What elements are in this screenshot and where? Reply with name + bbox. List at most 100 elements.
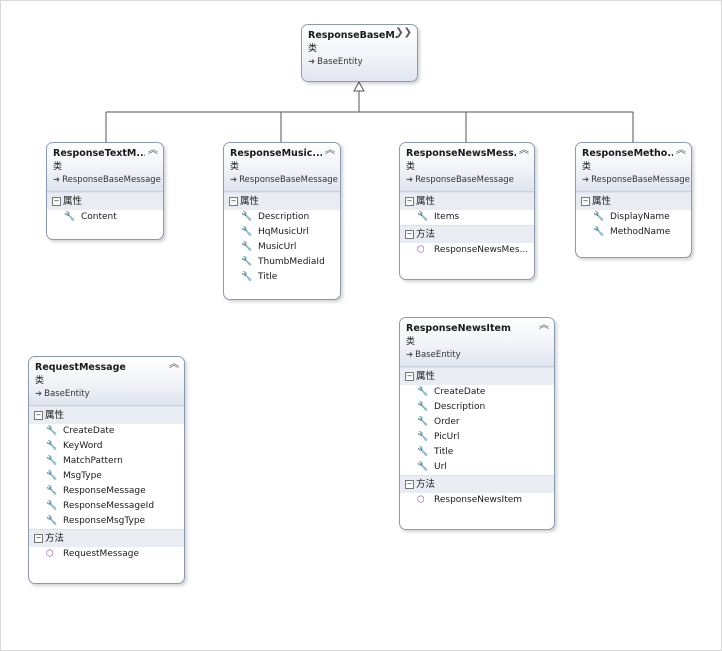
property-item[interactable]: 🔧Description <box>400 400 554 415</box>
section-label: 属性 <box>45 410 65 421</box>
property-name: ResponseMessage <box>63 486 146 496</box>
collapse-box-icon[interactable]: − <box>405 372 414 381</box>
property-name: Title <box>434 447 454 457</box>
collapse-box-icon[interactable]: − <box>581 197 590 206</box>
properties-section[interactable]: −属性 <box>576 192 691 210</box>
base-class: ➜BaseEntity <box>35 388 166 401</box>
method-item[interactable]: ⬡RequestMessage <box>29 547 184 562</box>
class-kind: 类 <box>406 337 416 347</box>
property-item[interactable]: 🔧ResponseMessage <box>29 484 184 499</box>
property-item[interactable]: 🔧KeyWord <box>29 439 184 454</box>
class-header: ResponseTextM... 类 ➜ResponseBaseMessage … <box>47 143 163 192</box>
collapse-box-icon[interactable]: − <box>34 534 43 543</box>
base-class: ➜BaseEntity <box>308 56 399 69</box>
wrench-icon: 🔧 <box>417 387 429 397</box>
base-class: ➜BaseEntity <box>406 349 536 362</box>
method-cube-icon: ⬡ <box>46 549 54 559</box>
wrench-icon: 🔧 <box>46 501 58 511</box>
method-name: ResponseNewsMes... <box>434 245 529 255</box>
base-class-name: BaseEntity <box>415 350 461 360</box>
property-item[interactable]: 🔧MethodName <box>576 225 691 240</box>
class-response-method-message[interactable]: ResponseMetho... 类 ➜ResponseBaseMessage … <box>575 142 692 258</box>
class-kind: 类 <box>230 162 240 172</box>
class-kind: 类 <box>35 376 45 386</box>
collapse-box-icon[interactable]: − <box>52 197 61 206</box>
class-name: RequestMessage <box>35 362 126 373</box>
wrench-icon: 🔧 <box>46 471 58 481</box>
class-name: ResponseNewsItem <box>406 323 511 334</box>
wrench-icon: 🔧 <box>46 441 58 451</box>
property-item[interactable]: 🔧ResponseMsgType <box>29 514 184 529</box>
collapse-chevron-icon[interactable]: ︽ <box>539 320 549 331</box>
methods-section[interactable]: −方法 <box>29 529 184 547</box>
inherit-arrow-icon: ➜ <box>406 175 414 185</box>
wrench-icon: 🔧 <box>241 242 253 252</box>
class-response-base-message[interactable]: ResponseBaseM... 类 ➜BaseEntity ❯❯ <box>301 24 418 82</box>
property-item[interactable]: 🔧DisplayName <box>576 210 691 225</box>
collapse-box-icon[interactable]: − <box>34 411 43 420</box>
class-kind: 类 <box>406 162 416 172</box>
property-item[interactable]: 🔧CreateDate <box>29 424 184 439</box>
properties-section[interactable]: −属性 <box>400 192 534 210</box>
class-header: ResponseNewsMess... 类 ➜ResponseBaseMessa… <box>400 143 534 192</box>
collapse-chevron-icon[interactable]: ︽ <box>148 145 158 156</box>
expand-chevron-icon[interactable]: ❯❯ <box>395 27 412 38</box>
collapse-box-icon[interactable]: − <box>405 197 414 206</box>
collapse-chevron-icon[interactable]: ︽ <box>169 359 179 370</box>
collapse-chevron-icon[interactable]: ︽ <box>325 145 335 156</box>
property-item[interactable]: 🔧ResponseMessageId <box>29 499 184 514</box>
inheritance-arrowhead <box>353 80 365 92</box>
property-item[interactable]: 🔧Order <box>400 415 554 430</box>
wrench-icon: 🔧 <box>46 516 58 526</box>
property-item[interactable]: 🔧HqMusicUrl <box>224 225 340 240</box>
methods-section[interactable]: −方法 <box>400 225 534 243</box>
property-name: MethodName <box>610 227 671 237</box>
property-item[interactable]: 🔧Url <box>400 460 554 475</box>
base-class-name: BaseEntity <box>317 57 363 67</box>
property-item[interactable]: 🔧MusicUrl <box>224 240 340 255</box>
class-name: ResponseBaseM... <box>308 30 399 41</box>
method-item[interactable]: ⬡ResponseNewsMes... <box>400 243 534 258</box>
property-name: Url <box>434 462 447 472</box>
inherit-arrow-icon: ➜ <box>230 175 238 185</box>
class-header: ResponseMetho... 类 ➜ResponseBaseMessage … <box>576 143 691 192</box>
property-item[interactable]: 🔧Title <box>400 445 554 460</box>
methods-section[interactable]: −方法 <box>400 475 554 493</box>
properties-section[interactable]: −属性 <box>29 406 184 424</box>
collapse-box-icon[interactable]: − <box>405 480 414 489</box>
collapse-box-icon[interactable]: − <box>405 230 414 239</box>
section-label: 属性 <box>416 371 436 382</box>
base-class-name: ResponseBaseMessage <box>415 175 514 185</box>
property-item[interactable]: 🔧 CreateDate <box>400 385 554 400</box>
property-item[interactable]: 🔧Title <box>224 270 340 285</box>
class-response-music-message[interactable]: ResponseMusic... 类 ➜ResponseBaseMessage … <box>223 142 341 300</box>
collapse-box-icon[interactable]: − <box>229 197 238 206</box>
property-item[interactable]: 🔧Description <box>224 210 340 225</box>
properties-section[interactable]: −属性 <box>47 192 163 210</box>
class-response-text-message[interactable]: ResponseTextM... 类 ➜ResponseBaseMessage … <box>46 142 164 240</box>
class-name: ResponseMetho... <box>582 148 673 159</box>
property-item[interactable]: 🔧Content <box>47 210 163 225</box>
class-name: ResponseNewsMess... <box>406 148 516 159</box>
properties-section[interactable]: −属性 <box>224 192 340 210</box>
collapse-chevron-icon[interactable]: ︽ <box>676 145 686 156</box>
class-request-message[interactable]: RequestMessage 类 ➜BaseEntity ︽ −属性 🔧Crea… <box>28 356 185 584</box>
property-name: Description <box>434 402 486 412</box>
property-item[interactable]: 🔧MsgType <box>29 469 184 484</box>
inherit-arrow-icon: ➜ <box>582 175 590 185</box>
method-item[interactable]: ⬡ResponseNewsItem <box>400 493 554 508</box>
property-item[interactable]: 🔧PicUrl <box>400 430 554 445</box>
property-item[interactable]: 🔧ThumbMediaId <box>224 255 340 270</box>
property-item[interactable]: 🔧MatchPattern <box>29 454 184 469</box>
property-item[interactable]: 🔧Items <box>400 210 534 225</box>
class-response-news-item[interactable]: ResponseNewsItem 类 ➜BaseEntity ︽ −属性 🔧Cr… <box>399 317 555 530</box>
base-class: ➜ResponseBaseMessage <box>406 174 516 187</box>
properties-section[interactable]: −属性 <box>400 367 554 385</box>
section-label: 方法 <box>416 479 436 490</box>
property-name: HqMusicUrl <box>258 227 309 237</box>
property-name: CreateDate <box>434 387 486 397</box>
wrench-icon: 🔧 <box>241 212 253 222</box>
collapse-chevron-icon[interactable]: ︽ <box>519 145 529 156</box>
class-response-news-message[interactable]: ResponseNewsMess... 类 ➜ResponseBaseMessa… <box>399 142 535 280</box>
property-name: ThumbMediaId <box>258 257 325 267</box>
